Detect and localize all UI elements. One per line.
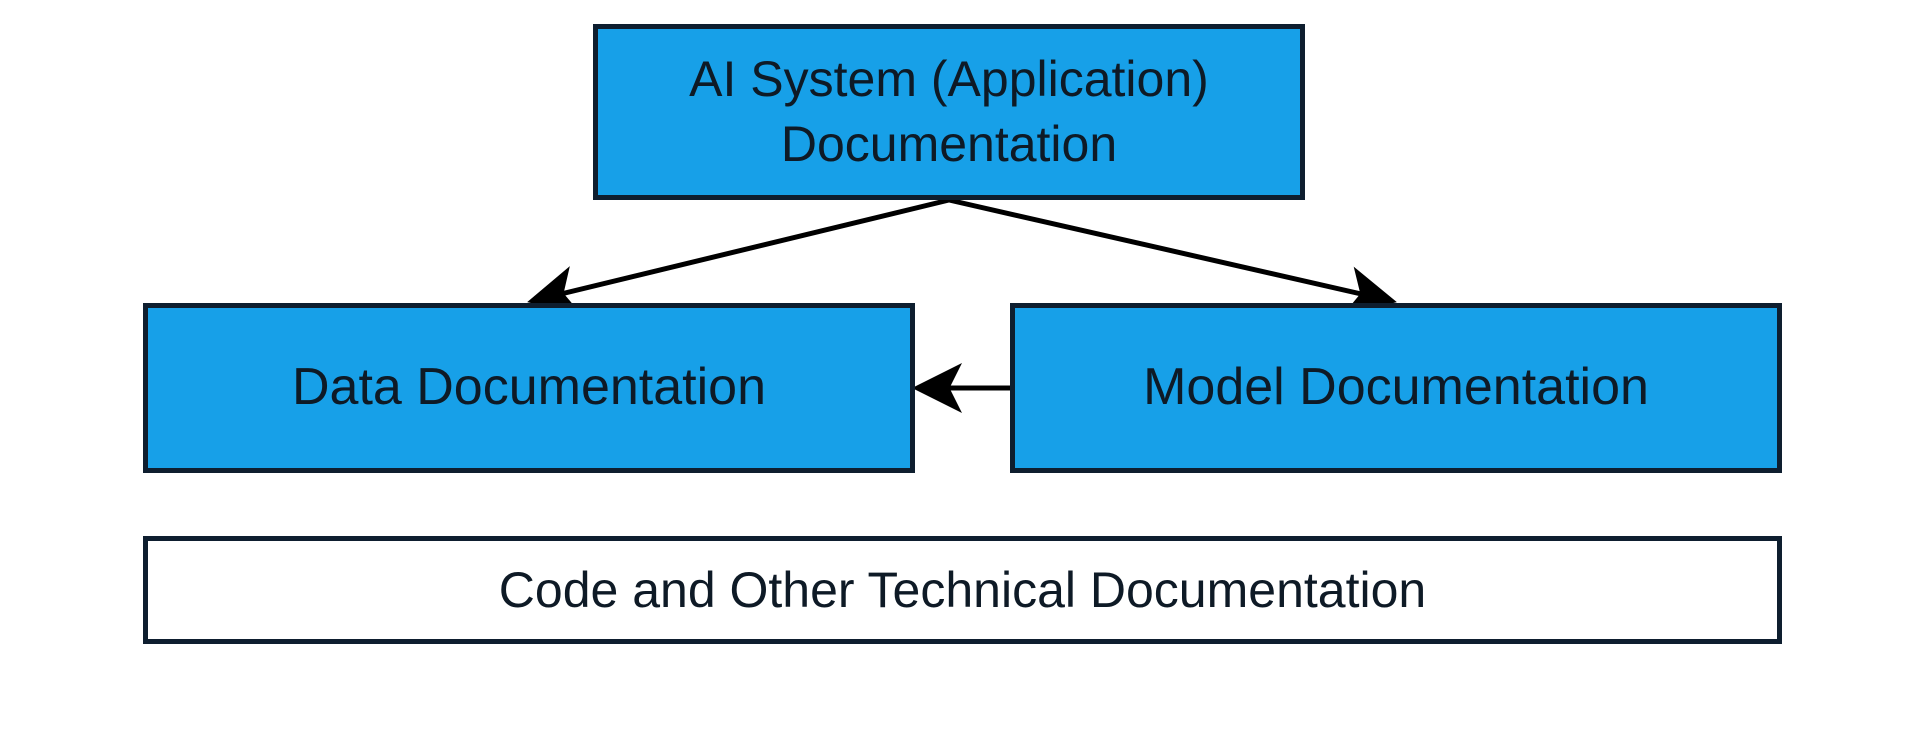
code-technical-documentation-box: Code and Other Technical Documentation	[143, 536, 1782, 644]
arrow-ai-to-data	[527, 197, 950, 315]
ai-system-documentation-box: AI System (Application) Documentation	[593, 24, 1305, 200]
code-technical-documentation-label: Code and Other Technical Documentation	[498, 561, 1427, 618]
ai-system-label-line1: AI System (Application)	[689, 51, 1209, 107]
ai-system-documentation-label: AI System (Application) Documentation	[598, 47, 1300, 177]
model-documentation-box: Model Documentation	[1010, 303, 1782, 473]
arrow-ai-to-model	[948, 197, 1397, 316]
data-documentation-box: Data Documentation	[143, 303, 915, 473]
data-documentation-label: Data Documentation	[291, 358, 767, 417]
ai-system-label-line2: Documentation	[780, 116, 1118, 172]
model-documentation-label: Model Documentation	[1143, 358, 1649, 417]
